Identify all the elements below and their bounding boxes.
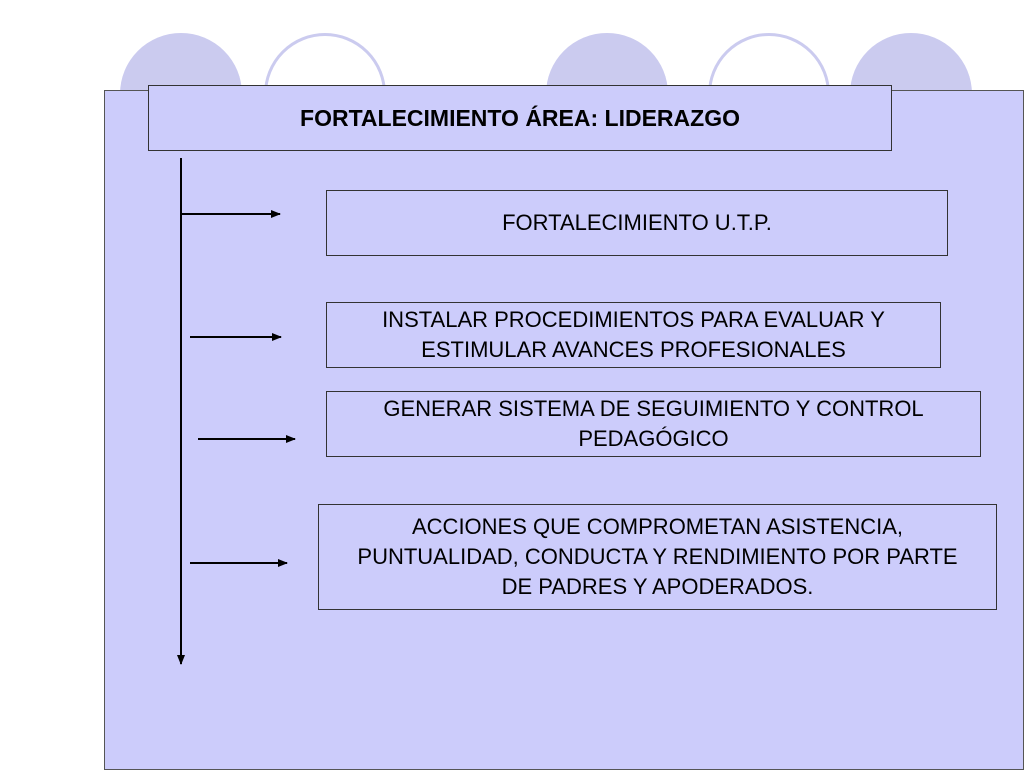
item-box-seguimiento: GENERAR SISTEMA DE SEGUIMIENTO Y CONTROL… <box>326 391 981 457</box>
item-box-procedimientos: INSTALAR PROCEDIMIENTOS PARA EVALUAR Y E… <box>326 302 941 368</box>
item-box-utp: FORTALECIMIENTO U.T.P. <box>326 190 948 256</box>
item-box-acciones: ACCIONES QUE COMPROMETAN ASISTENCIA, PUN… <box>318 504 997 610</box>
diagram-title: FORTALECIMIENTO ÁREA: LIDERAZGO <box>148 85 892 151</box>
